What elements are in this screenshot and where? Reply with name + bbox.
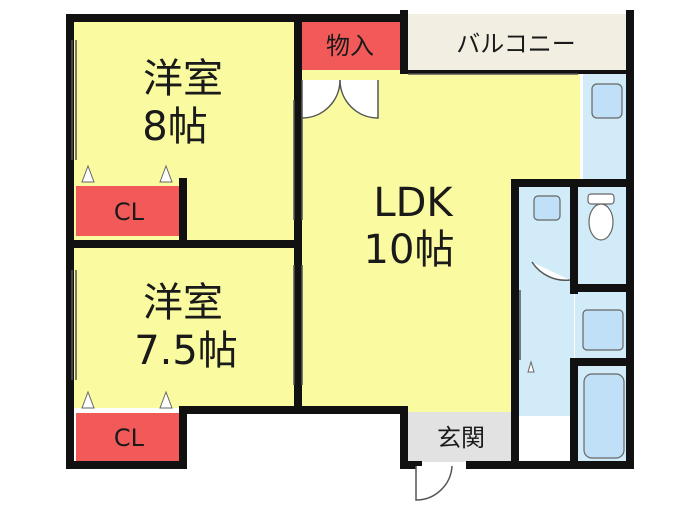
storage-label: 物入 — [326, 32, 374, 60]
washer-icon — [582, 309, 624, 351]
toilet-icon — [587, 193, 615, 241]
closet-2[interactable] — [76, 413, 179, 461]
bathtub-icon — [583, 373, 625, 459]
washroom[interactable] — [518, 186, 574, 416]
entrance[interactable] — [408, 412, 514, 462]
western-room-2[interactable] — [70, 248, 298, 408]
closet-door-marks — [81, 164, 535, 409]
ldk-name: LDK — [373, 180, 454, 226]
balcony-label: バルコニー — [456, 30, 576, 58]
room1-name: 洋室 — [143, 56, 223, 102]
room2-size: 7.5帖 — [134, 328, 238, 374]
closet2-label: CL — [114, 424, 145, 452]
ldk-room[interactable] — [298, 70, 580, 412]
room1-size: 8帖 — [142, 104, 207, 150]
door-swing-icon[interactable] — [301, 79, 571, 501]
closet-1[interactable] — [76, 186, 179, 236]
washbasin-icon — [533, 195, 561, 221]
entrance-label: 玄関 — [437, 424, 485, 452]
ldk-size: 10帖 — [364, 227, 455, 273]
window-lines — [71, 40, 578, 385]
walls — [66, 10, 634, 469]
closet1-label: CL — [114, 198, 145, 226]
sink-icon — [591, 83, 623, 119]
balcony[interactable] — [404, 14, 630, 74]
room2-name: 洋室 — [143, 280, 223, 326]
storage[interactable] — [300, 20, 400, 70]
